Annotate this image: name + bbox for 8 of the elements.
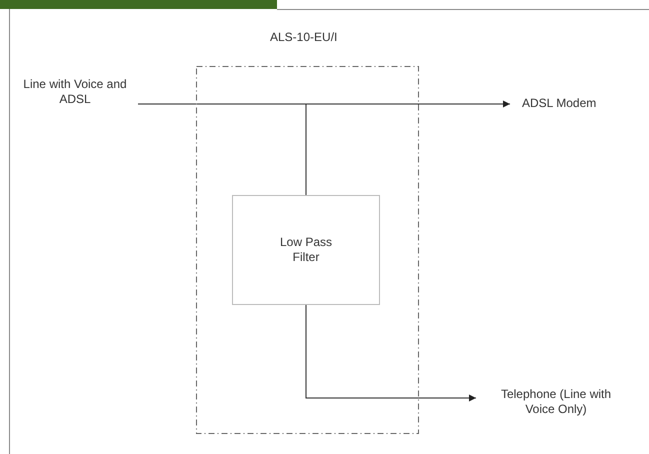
terminal-label: ADSL Modem [522, 96, 622, 112]
arrow [306, 304, 476, 402]
enclosure-heading: ALS-10-EU/I [270, 30, 338, 45]
connector-line [138, 104, 306, 196]
terminal-label: Line with Voice and ADSL [14, 77, 136, 109]
filter-box [232, 195, 380, 305]
terminal-label: Telephone (Line with Voice Only) [486, 387, 626, 419]
filter-label: Low Pass Filter [278, 235, 334, 265]
